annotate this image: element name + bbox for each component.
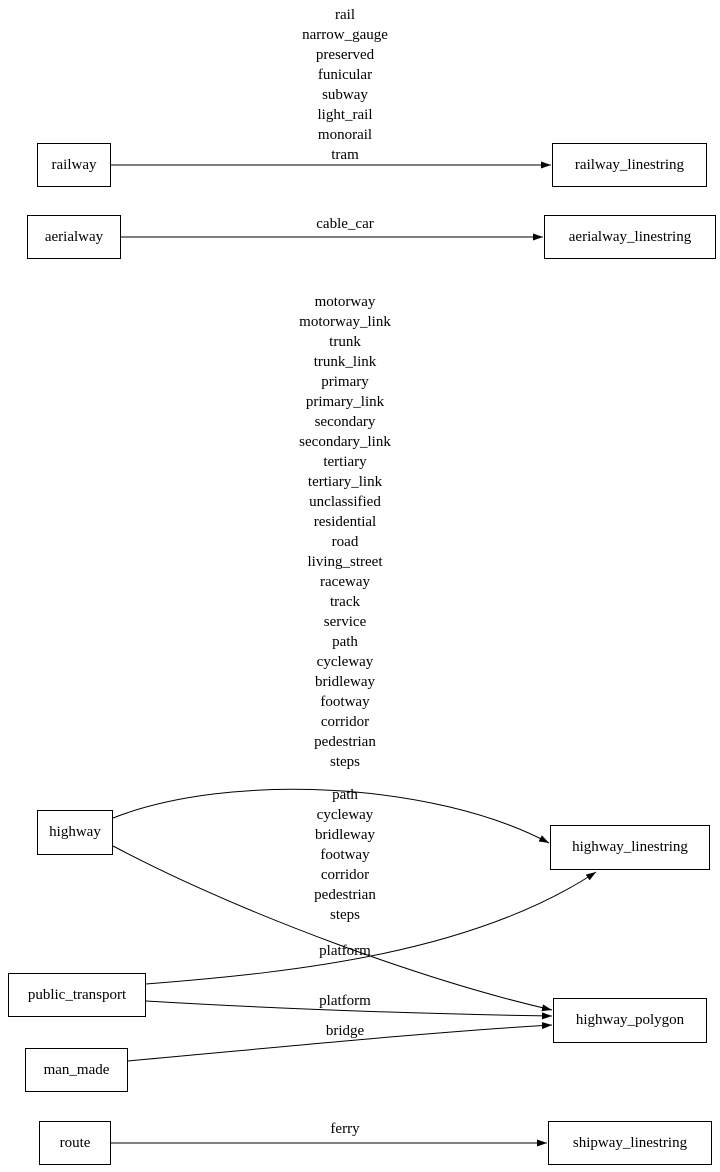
- edge-label-highway-linestring-values: motorway motorway_link trunk trunk_link …: [299, 294, 391, 770]
- node-railway: railway: [37, 143, 111, 187]
- edge-highway-to-highway-polygon: [112, 845, 553, 1012]
- edge-man-made-to-highway-polygon: [127, 1022, 553, 1062]
- node-aerialway-linestring: aerialway_linestring: [544, 215, 716, 259]
- node-highway: highway: [37, 810, 113, 855]
- edge-public-transport-to-highway-linestring: [145, 871, 597, 985]
- node-man-made: man_made: [25, 1048, 128, 1092]
- node-public-transport: public_transport: [8, 973, 146, 1017]
- edge-label-route-ferry: ferry: [330, 1121, 360, 1137]
- node-shipway-linestring: shipway_linestring: [548, 1121, 712, 1165]
- node-highway-linestring: highway_linestring: [550, 825, 710, 870]
- edge-label-aerialway-values: cable_car: [316, 216, 374, 232]
- edge-highway-to-highway-linestring: [112, 788, 550, 844]
- node-aerialway: aerialway: [27, 215, 121, 259]
- edge-public-transport-to-highway-polygon: [145, 1000, 553, 1020]
- edge-label-railway-values: rail narrow_gauge preserved funicular su…: [302, 7, 388, 163]
- edge-label-man-made-bridge: bridge: [325, 1023, 365, 1039]
- node-railway-linestring: railway_linestring: [552, 143, 707, 187]
- edge-label-public-transport-platform-polygon: platform: [319, 993, 371, 1009]
- node-highway-polygon: highway_polygon: [553, 998, 707, 1043]
- node-route: route: [39, 1121, 111, 1165]
- edge-label-public-transport-platform-linestring: platform: [319, 943, 371, 959]
- edge-label-highway-polygon-values: path cycleway bridleway footway corridor…: [314, 787, 376, 923]
